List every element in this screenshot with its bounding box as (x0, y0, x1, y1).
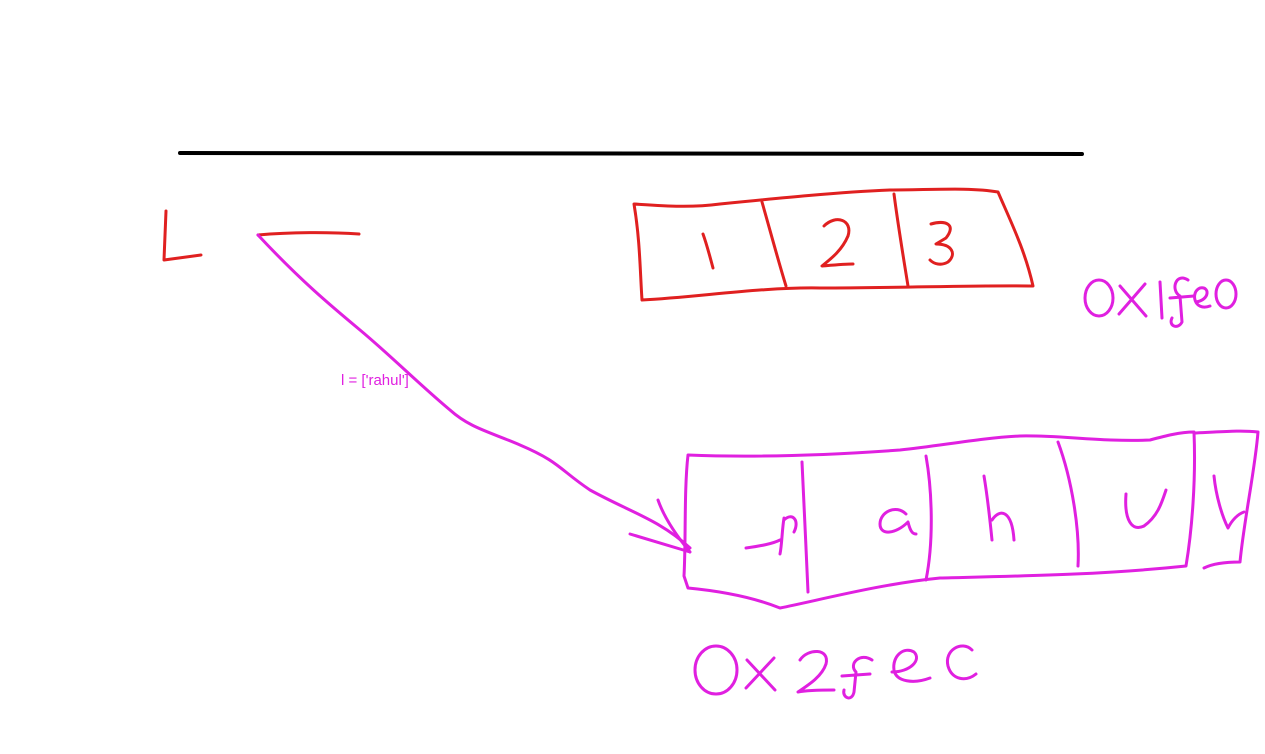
list-box-a-cell-1 (701, 232, 715, 270)
list-box-b (682, 429, 1260, 610)
list-box-b-outline (682, 430, 1197, 610)
divider-line (178, 151, 1084, 156)
list-box-a-outline (632, 187, 1035, 302)
list-box-b-cell-h (982, 474, 1016, 542)
list-box-b-cell-r (744, 515, 798, 556)
address-b (693, 644, 978, 700)
address-a (1083, 276, 1238, 328)
list-box-b-cell-l (1212, 474, 1246, 530)
list-box-b-tail (1194, 429, 1260, 570)
reference-stroke (256, 231, 361, 237)
list-box-a (632, 187, 1035, 302)
arrow-head (628, 498, 692, 554)
list-box-b-divider (924, 454, 933, 582)
list-box-a-divider (760, 200, 788, 288)
handwritten-variable-l (162, 209, 203, 262)
list-box-b-cell-a (878, 508, 918, 536)
list-box-b-cell-u (1124, 488, 1168, 529)
list-box-b-divider (800, 460, 810, 594)
reference-arrow (256, 233, 692, 550)
list-box-a-cell-2 (820, 218, 855, 268)
code-note: l = ['rahul'] (341, 372, 409, 389)
list-box-a-cell-3 (928, 221, 954, 266)
list-box-a-divider (892, 192, 910, 288)
list-box-b-divider (1056, 440, 1080, 568)
